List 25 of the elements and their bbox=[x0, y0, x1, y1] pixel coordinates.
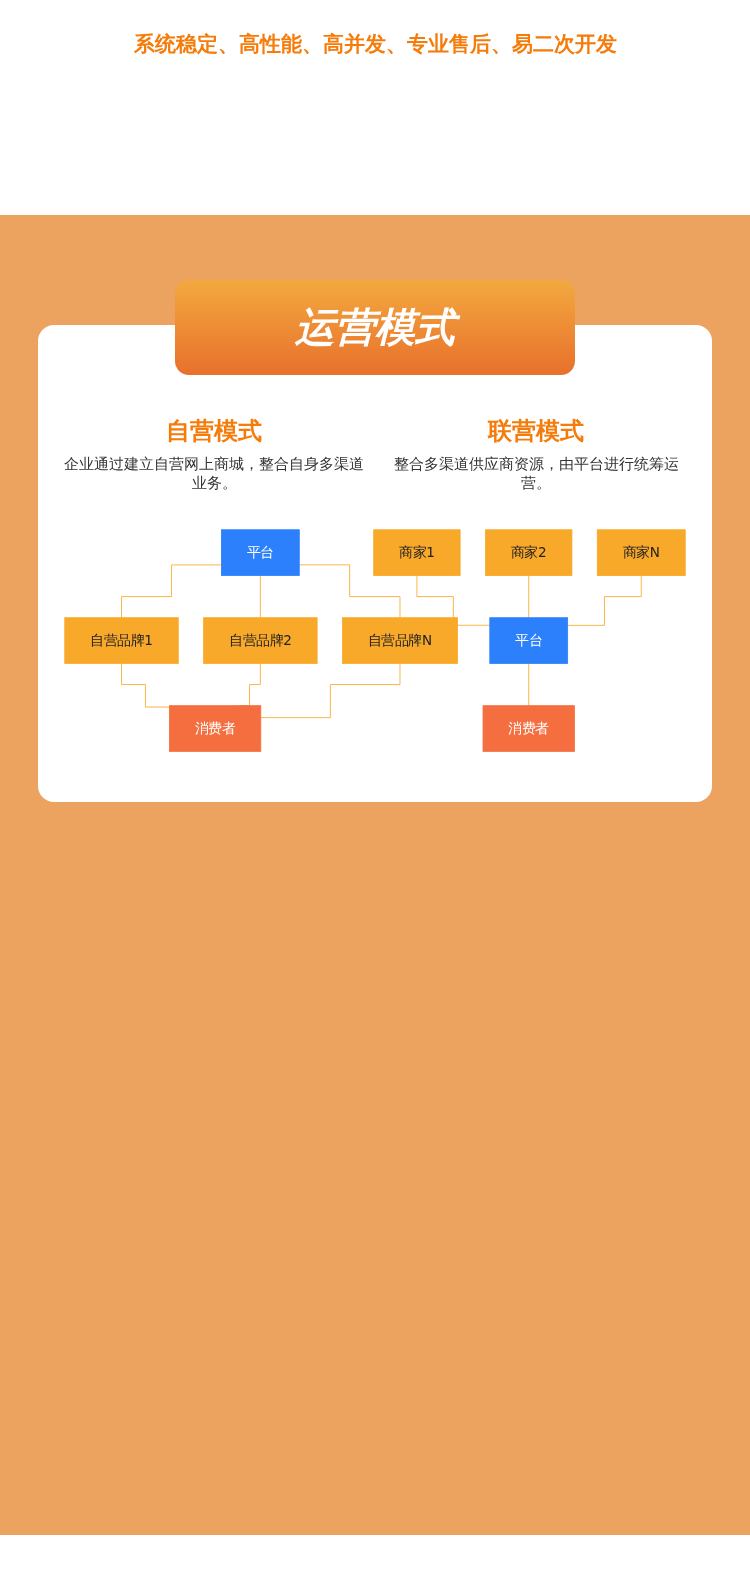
connector bbox=[260, 662, 401, 719]
section-heading: 联营模式 bbox=[488, 416, 584, 447]
connector bbox=[259, 575, 261, 619]
node-box bbox=[342, 617, 458, 664]
node-box bbox=[596, 529, 686, 576]
node-box bbox=[482, 705, 575, 752]
slogan-text: 系统稳定、高性能、高并发、专业售后、易二次开发 bbox=[133, 31, 617, 58]
connector bbox=[416, 575, 491, 626]
node-box bbox=[169, 705, 262, 752]
connector bbox=[298, 564, 401, 619]
node-box bbox=[485, 529, 573, 576]
connector bbox=[528, 662, 530, 707]
section-description: 企业通过建立自营网上商城，整合自身多渠道业务。 bbox=[63, 455, 365, 493]
connector bbox=[528, 575, 530, 619]
node-box bbox=[203, 617, 318, 664]
section-description: 整合多渠道供应商资源，由平台进行统筹运营。 bbox=[392, 455, 680, 493]
connector bbox=[121, 564, 222, 619]
section-heading: 自营模式 bbox=[166, 416, 262, 447]
title-banner: 运营模式 bbox=[175, 280, 575, 375]
node-box bbox=[489, 617, 569, 664]
node-box bbox=[221, 529, 300, 576]
node-box bbox=[373, 529, 461, 576]
connector bbox=[121, 662, 170, 708]
node-box bbox=[64, 617, 179, 664]
connector bbox=[567, 575, 642, 626]
